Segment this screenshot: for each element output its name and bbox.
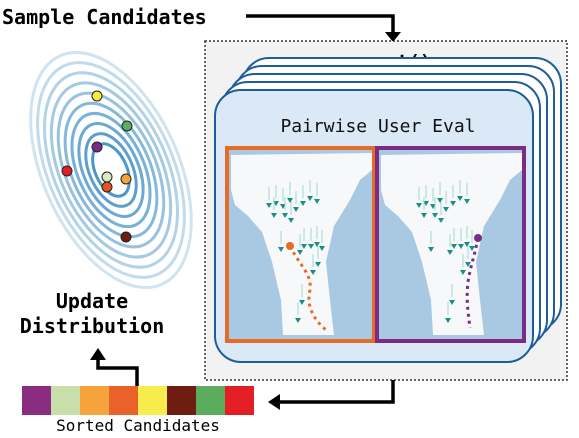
agent-marker	[307, 196, 313, 201]
agent-marker	[297, 250, 303, 255]
sample-point	[121, 120, 133, 132]
sorted-candidate-swatch	[167, 386, 196, 415]
agent-marker	[271, 213, 277, 218]
sorted-candidate-swatch	[80, 386, 109, 415]
contour-ring	[84, 132, 138, 208]
sample-point	[91, 141, 103, 153]
contour-ring	[36, 61, 186, 279]
agent-marker	[438, 218, 444, 223]
agent-marker	[450, 201, 456, 206]
agent-marker	[432, 213, 438, 218]
agent-marker	[437, 198, 443, 203]
sorted-candidates-label: Sorted Candidates	[56, 416, 220, 435]
agent-marker	[445, 318, 451, 323]
sample-point	[91, 90, 103, 102]
contour-ring	[77, 122, 145, 218]
agent-marker	[416, 203, 422, 208]
sorted-candidate-swatch	[109, 386, 138, 415]
update-arrow	[96, 358, 139, 386]
contour-ring	[70, 111, 152, 229]
contour-ring	[29, 51, 193, 289]
agent-marker	[464, 242, 470, 247]
sorted-candidate-swatch	[225, 386, 254, 415]
sorted-candidates-bar	[22, 386, 254, 415]
right-trajectory-panel	[375, 146, 526, 343]
update-label-line1: Update	[56, 289, 128, 313]
agent-marker	[314, 199, 320, 204]
agent-marker	[287, 198, 293, 203]
agent-marker	[464, 199, 470, 204]
sorted-candidate-swatch	[51, 386, 80, 415]
agent-marker	[465, 262, 471, 267]
sample-point	[61, 165, 73, 177]
agent-marker	[293, 207, 299, 212]
agent-marker	[314, 242, 320, 247]
sorted-arrow	[278, 380, 395, 404]
sample-point	[120, 231, 132, 243]
agent-marker	[266, 203, 272, 208]
sample-point	[101, 181, 113, 193]
agent-marker	[443, 207, 449, 212]
agent-marker	[288, 218, 294, 223]
agent-marker	[300, 201, 306, 206]
contour-ring	[42, 71, 180, 269]
agent-marker	[315, 262, 321, 267]
sorted-candidate-swatch	[22, 386, 51, 415]
agent-marker	[447, 250, 453, 255]
agent-marker	[421, 213, 427, 218]
sample-candidates-label: Sample Candidates	[2, 5, 207, 29]
agent-marker	[319, 246, 325, 251]
contour-ring	[56, 91, 166, 249]
agent-marker	[310, 270, 316, 275]
agent-marker	[308, 244, 314, 249]
agent-marker	[301, 244, 307, 249]
agent-marker	[428, 247, 434, 252]
agent-marker	[457, 196, 463, 201]
agent-marker	[469, 246, 475, 251]
agent-marker	[295, 318, 301, 323]
agent-marker	[299, 300, 305, 305]
agent-marker	[278, 247, 284, 252]
sorted-candidate-swatch	[196, 386, 225, 415]
pairwise-eval-label: Pairwise User Eval	[280, 116, 475, 137]
agent-marker	[458, 244, 464, 249]
update-label-line2: Distribution	[20, 314, 165, 338]
sorted-candidate-swatch	[138, 386, 167, 415]
contour-ring	[49, 81, 173, 259]
agent-marker	[282, 213, 288, 218]
agent-marker	[449, 300, 455, 305]
sample-point	[120, 173, 132, 185]
sample-point	[101, 171, 113, 183]
contour-ring	[63, 101, 159, 239]
sample-points	[61, 90, 133, 243]
left-trajectory-panel	[225, 146, 376, 343]
gaussian-contours	[29, 51, 193, 289]
agent-marker	[460, 270, 466, 275]
agent-marker	[451, 244, 457, 249]
sample-arrow	[246, 14, 395, 34]
